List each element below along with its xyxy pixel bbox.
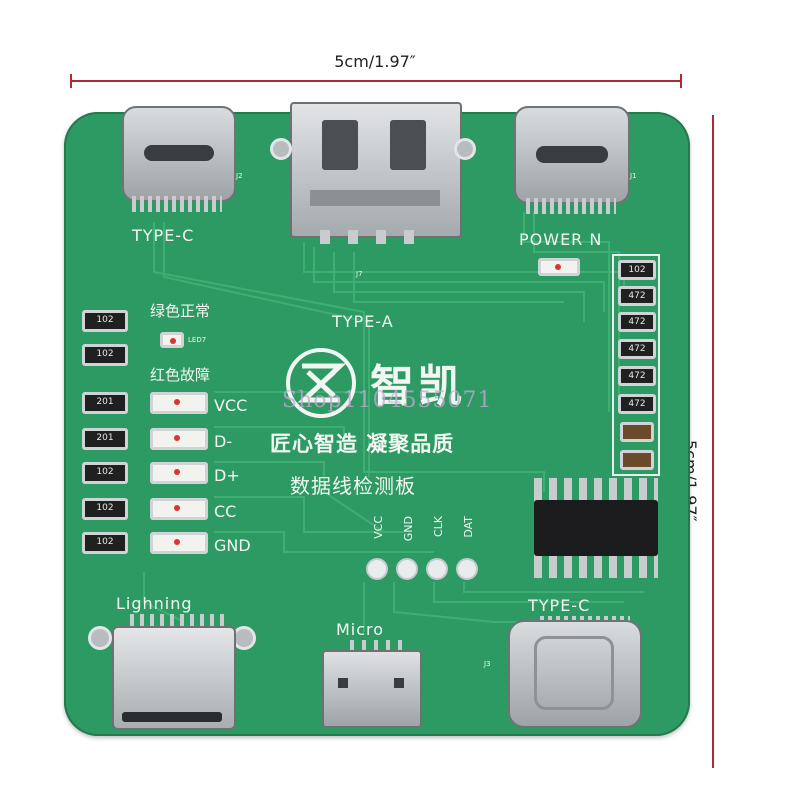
led-vcc [150, 392, 208, 414]
lightning-mount-hole-left [88, 626, 112, 650]
designator-j1: J1 [630, 172, 637, 180]
slogan: 匠心智造 凝聚品质 [270, 432, 455, 456]
designator-j2: J2 [236, 172, 243, 180]
type-c-bottom-label: TYPE-C [528, 596, 591, 615]
lightning-label: Lighning [116, 594, 193, 613]
capacitor-c2 [620, 450, 654, 470]
resistor-l5: 102 [82, 462, 128, 484]
height-dimension-line [712, 115, 714, 768]
test-pad-gnd[interactable] [396, 558, 418, 580]
resistor-r5: 472 [618, 366, 656, 386]
resistor-l2: 102 [82, 344, 128, 366]
lightning-port[interactable] [112, 626, 236, 730]
pcb-traces [143, 212, 644, 632]
ic-chip [534, 500, 658, 556]
type-c-pins-top-left [132, 196, 222, 212]
power-port-label: POWER N [519, 230, 603, 249]
type-c-port-bottom[interactable] [508, 620, 642, 728]
type-a-pins [320, 230, 430, 244]
pad-label-vcc: VCC [372, 516, 385, 539]
brand-name: 智凯 [370, 361, 466, 412]
gnd-label: GND [214, 536, 251, 555]
lightning-pins [130, 614, 230, 626]
led-gnd [150, 532, 208, 554]
fault-status-label: 红色故障 [150, 366, 211, 384]
type-a-label: TYPE-A [332, 312, 394, 331]
resistor-r1: 102 [618, 260, 656, 280]
designator-led7: LED7 [188, 336, 207, 344]
designator-j7: J7 [356, 270, 363, 278]
test-pad-vcc[interactable] [366, 558, 388, 580]
right-resistor-frame [612, 254, 660, 476]
designator-j3: J3 [484, 660, 491, 668]
micro-pins [350, 640, 410, 650]
test-pad-clk[interactable] [426, 558, 448, 580]
test-pad-dat[interactable] [456, 558, 478, 580]
micro-usb-port[interactable] [322, 650, 422, 728]
resistor-l7: 102 [82, 532, 128, 554]
brand-logo-icon [286, 348, 356, 418]
resistor-r6: 472 [618, 394, 656, 414]
resistor-l1: 102 [82, 310, 128, 332]
d-minus-label: D- [214, 432, 233, 451]
resistor-l3: 201 [82, 392, 128, 414]
d-plus-label: D+ [214, 466, 240, 485]
type-c-port-top-left[interactable] [122, 106, 236, 202]
board-title: 数据线检测板 [290, 474, 416, 498]
power-led [538, 258, 580, 276]
type-c-port-top-right[interactable] [514, 106, 630, 204]
resistor-l6: 102 [82, 498, 128, 520]
resistor-r4: 472 [618, 339, 656, 359]
resistor-r2: 472 [618, 286, 656, 306]
type-c-pins-top-right [526, 198, 616, 214]
type-c-top-left-label: TYPE-C [132, 226, 195, 245]
capacitor-c1 [620, 422, 654, 442]
resistor-r3: 472 [618, 312, 656, 332]
pad-label-gnd: GND [402, 516, 415, 542]
type-a-mount-hole-right [454, 138, 476, 160]
led-d-minus [150, 428, 208, 450]
led7 [160, 332, 184, 348]
normal-status-label: 绿色正常 [150, 302, 211, 320]
pad-label-clk: CLK [432, 516, 445, 538]
led-d-plus [150, 462, 208, 484]
width-label: 5cm/1.97″ [334, 52, 416, 71]
watermark: Shop1104555071 [282, 388, 493, 413]
type-a-mount-hole-left [270, 138, 292, 160]
type-a-port[interactable] [290, 102, 462, 238]
led-cc [150, 498, 208, 520]
width-dimension-line [70, 74, 682, 88]
micro-label: Micro [336, 620, 385, 639]
vcc-label: VCC [214, 396, 248, 415]
resistor-l4: 201 [82, 428, 128, 450]
pad-label-dat: DAT [462, 516, 475, 538]
cc-label: CC [214, 502, 237, 521]
